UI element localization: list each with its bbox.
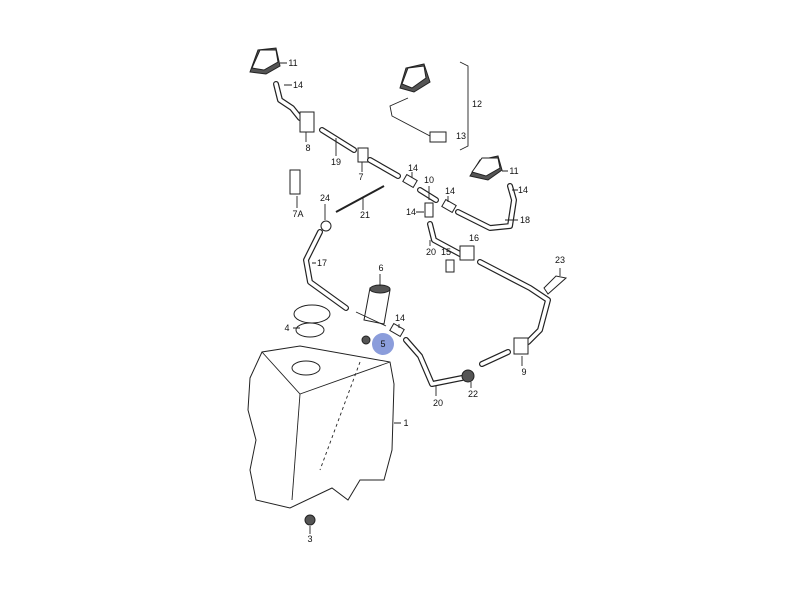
callout-14[interactable]: 14 bbox=[517, 185, 529, 195]
callout-14[interactable]: 14 bbox=[292, 80, 304, 90]
washer-nozzle-right bbox=[469, 155, 503, 181]
callout-9[interactable]: 9 bbox=[521, 367, 527, 377]
washer-pump-6 bbox=[355, 284, 391, 327]
callout-14[interactable]: 14 bbox=[407, 163, 419, 173]
callout-11[interactable]: 11 bbox=[288, 58, 298, 68]
clip-9 bbox=[513, 337, 529, 355]
leader-lines bbox=[280, 62, 561, 534]
grommet-22 bbox=[461, 369, 475, 383]
bracket-23 bbox=[543, 275, 568, 295]
callout-5-highlighted[interactable]: 5 bbox=[380, 339, 386, 349]
washer-reservoir-1 bbox=[247, 345, 395, 509]
hose-connector-14 bbox=[441, 198, 457, 214]
nut-3 bbox=[304, 514, 316, 526]
callout-20[interactable]: 20 bbox=[425, 247, 437, 257]
hose-connector-14 bbox=[402, 173, 418, 189]
callout-20[interactable]: 20 bbox=[432, 398, 444, 408]
callout-12[interactable]: 12 bbox=[471, 99, 483, 109]
callout-21[interactable]: 21 bbox=[359, 210, 371, 220]
callout-7a[interactable]: 7A bbox=[292, 209, 304, 219]
callout-17[interactable]: 17 bbox=[316, 258, 328, 268]
washer-nozzle-assembly-12 bbox=[389, 61, 469, 151]
callout-22[interactable]: 22 bbox=[467, 389, 479, 399]
callout-11[interactable]: 11 bbox=[509, 166, 519, 176]
connector-7a bbox=[289, 169, 301, 195]
clip-8 bbox=[299, 111, 315, 133]
washer-nozzle-top-left bbox=[249, 47, 281, 75]
callout-24[interactable]: 24 bbox=[319, 193, 331, 203]
callout-18[interactable]: 18 bbox=[519, 215, 531, 225]
grommet-5 bbox=[361, 335, 371, 345]
callout-14[interactable]: 14 bbox=[444, 186, 456, 196]
rod-21 bbox=[335, 185, 385, 213]
callout-4[interactable]: 4 bbox=[284, 323, 290, 333]
callout-10[interactable]: 10 bbox=[423, 175, 435, 185]
clamp-24 bbox=[320, 220, 332, 232]
callout-16[interactable]: 16 bbox=[468, 233, 480, 243]
callout-7[interactable]: 7 bbox=[358, 172, 364, 182]
highlight-marker bbox=[372, 333, 394, 355]
plug-15 bbox=[445, 259, 455, 273]
callout-23[interactable]: 23 bbox=[554, 255, 566, 265]
callout-14[interactable]: 14 bbox=[394, 313, 406, 323]
hose-connector-14 bbox=[389, 322, 405, 338]
callout-19[interactable]: 19 bbox=[330, 157, 342, 167]
callout-1[interactable]: 1 bbox=[403, 418, 409, 428]
callout-8[interactable]: 8 bbox=[305, 143, 311, 153]
callout-13[interactable]: 13 bbox=[455, 131, 467, 141]
hose-connector-14 bbox=[424, 202, 434, 218]
seal-4 bbox=[295, 322, 325, 338]
callout-15[interactable]: 15 bbox=[440, 247, 452, 257]
filler-cap bbox=[293, 304, 331, 324]
callout-3[interactable]: 3 bbox=[307, 534, 313, 544]
connector-7 bbox=[357, 147, 369, 163]
callout-14[interactable]: 14 bbox=[405, 207, 417, 217]
callout-6[interactable]: 6 bbox=[378, 263, 384, 273]
clip-16 bbox=[459, 245, 475, 261]
